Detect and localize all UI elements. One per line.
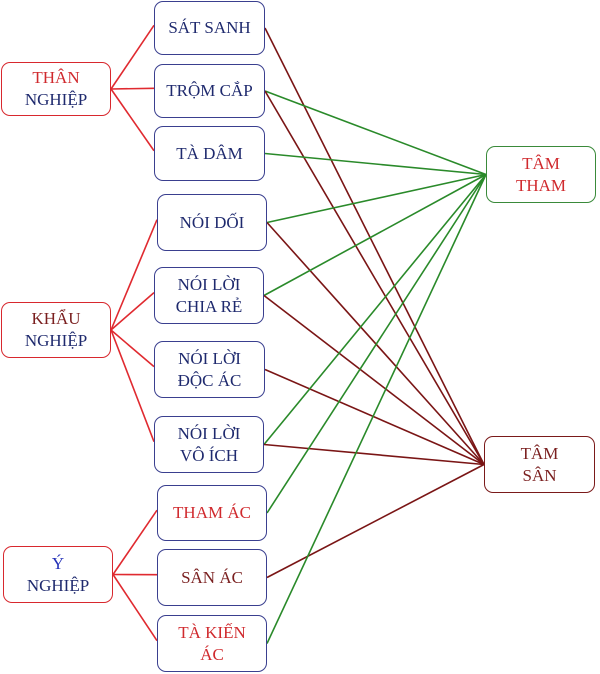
connector-y-to-tham-ac xyxy=(112,509,158,575)
parent-label-line1: KHẨU xyxy=(31,309,81,328)
child-label: SÂN ÁC xyxy=(181,567,243,587)
connector-khau-to-noi-loi-vo-ich xyxy=(110,329,155,442)
connector-noi-loi-vo-ich-to-tam-san xyxy=(263,443,485,466)
child-label-line1: NÓI LỜI xyxy=(177,423,241,443)
child-noi-loi-chia-re: NÓI LỜI CHIA RẺ xyxy=(154,267,264,324)
child-noi-loi-vo-ich: NÓI LỜI VÔ ÍCH xyxy=(154,416,264,473)
target-label-line1: TÂM xyxy=(522,153,560,173)
child-label: THAM ÁC xyxy=(173,503,251,522)
connector-san-ac-to-tam-san xyxy=(266,463,485,579)
connector-khau-to-noi-loi-chia-re xyxy=(110,292,155,331)
connector-noi-loi-chia-re-to-tam-san xyxy=(263,294,485,466)
connector-noi-loi-chia-re-to-tam-tham xyxy=(263,173,487,297)
parent-y-nghiep: Ý NGHIỆP xyxy=(3,546,113,603)
parent-label-line1: Ý xyxy=(51,553,65,573)
child-label-line2: ĐỘC ÁC xyxy=(177,370,242,390)
child-san-ac: SÂN ÁC xyxy=(157,549,267,606)
connector-ta-dam-to-tam-tham xyxy=(264,152,487,176)
child-noi-doi: NÓI DỐI xyxy=(157,194,267,251)
child-label-line1: NÓI LỜI xyxy=(177,274,241,294)
child-label-line2: VÔ ÍCH xyxy=(179,445,239,465)
child-label: NÓI DỐI xyxy=(179,212,245,232)
child-label-line2: CHIA RẺ xyxy=(175,296,243,316)
connector-sat-sanh-to-tam-san xyxy=(264,27,485,465)
connector-than-to-ta-dam xyxy=(110,88,155,152)
child-label-line1: NÓI LỜI xyxy=(178,348,241,368)
child-ta-kien-ac: TÀ KIẾN ÁC xyxy=(157,615,267,672)
child-sat-sanh: SÁT SANH xyxy=(154,1,265,55)
child-trom-cap: TRỘM CẮP xyxy=(154,64,265,118)
target-tam-san: TÂM SÂN xyxy=(484,436,595,493)
connector-noi-loi-vo-ich-to-tam-tham xyxy=(263,173,487,446)
parent-label-line1: THÂN xyxy=(32,68,80,87)
child-label: SÁT SANH xyxy=(168,18,251,37)
connector-than-to-sat-sanh xyxy=(110,24,155,90)
child-label-line2: ÁC xyxy=(200,644,224,664)
child-label: TRỘM CẮP xyxy=(166,81,253,100)
connector-trom-cap-to-tam-tham xyxy=(264,90,487,176)
parent-label-line2: NGHIỆP xyxy=(24,90,88,109)
child-noi-loi-doc-ac: NÓI LỜI ĐỘC ÁC xyxy=(154,341,265,398)
connector-noi-loi-doc-ac-to-tam-san xyxy=(264,368,485,466)
connector-y-to-ta-kien-ac xyxy=(112,574,158,642)
child-label-line1: TÀ KIẾN xyxy=(178,622,246,642)
connector-noi-doi-to-tam-san xyxy=(266,221,485,466)
connector-ta-kien-ac-to-tam-tham xyxy=(266,174,487,644)
child-ta-dam: TÀ DÂM xyxy=(154,126,265,181)
parent-label-line2: NGHIỆP xyxy=(24,331,88,350)
target-tam-tham: TÂM THAM xyxy=(486,146,596,203)
connector-trom-cap-to-tam-san xyxy=(264,90,485,465)
child-label: TÀ DÂM xyxy=(176,143,243,163)
target-label-line2: SÂN xyxy=(522,465,557,485)
target-label-line1: TÂM xyxy=(520,443,559,463)
child-tham-ac: THAM ÁC xyxy=(157,485,267,541)
target-label-line2: THAM xyxy=(515,175,567,195)
connector-noi-doi-to-tam-tham xyxy=(266,173,487,224)
connector-than-to-trom-cap xyxy=(110,87,155,90)
parent-khau-nghiep: KHẨU NGHIỆP xyxy=(1,302,111,358)
connector-khau-to-noi-doi xyxy=(110,219,158,331)
connector-khau-to-noi-loi-doc-ac xyxy=(110,329,155,368)
connector-tham-ac-to-tam-tham xyxy=(266,174,487,514)
parent-than-nghiep: THÂN NGHIỆP xyxy=(1,62,111,116)
parent-label-line2: NGHIỆP xyxy=(26,575,90,595)
